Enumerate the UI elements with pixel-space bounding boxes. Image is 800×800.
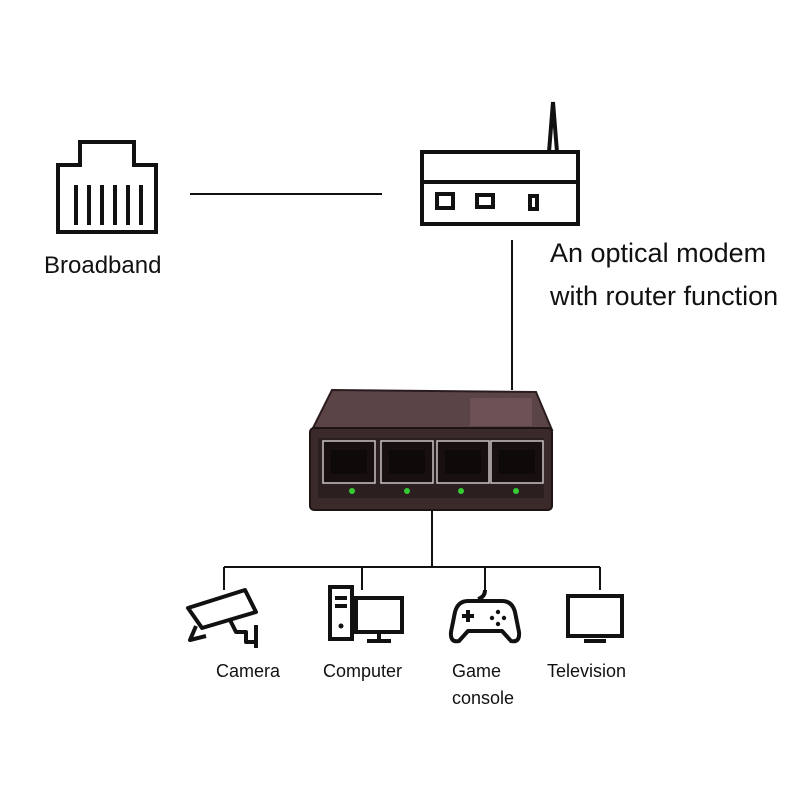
modem-label-line1: An optical modem xyxy=(550,238,767,268)
switch-port-4 xyxy=(490,440,544,494)
device-connector-tree xyxy=(223,510,601,590)
television-label: Television xyxy=(547,661,627,681)
game-label-line2: console xyxy=(452,688,515,708)
computer-label: Computer xyxy=(323,661,403,681)
gamepad-icon xyxy=(448,589,522,644)
television-icon xyxy=(566,594,624,643)
camera-label: Camera xyxy=(216,661,281,681)
modem-label-line2: with router function xyxy=(550,281,779,311)
network-switch-icon xyxy=(309,388,554,511)
switch-port-2 xyxy=(380,440,434,494)
game-console-label: Game console xyxy=(452,658,514,712)
modem-label: An optical modem with router function xyxy=(550,232,778,318)
computer-icon xyxy=(328,585,404,643)
camera-icon xyxy=(186,588,258,648)
switch-port-1 xyxy=(322,440,376,494)
router-icon xyxy=(420,101,580,226)
broadband-label: Broadband xyxy=(44,252,162,279)
switch-port-3 xyxy=(436,440,490,494)
game-label-line1: Game xyxy=(452,661,502,681)
rj45-jack-icon xyxy=(56,140,158,234)
